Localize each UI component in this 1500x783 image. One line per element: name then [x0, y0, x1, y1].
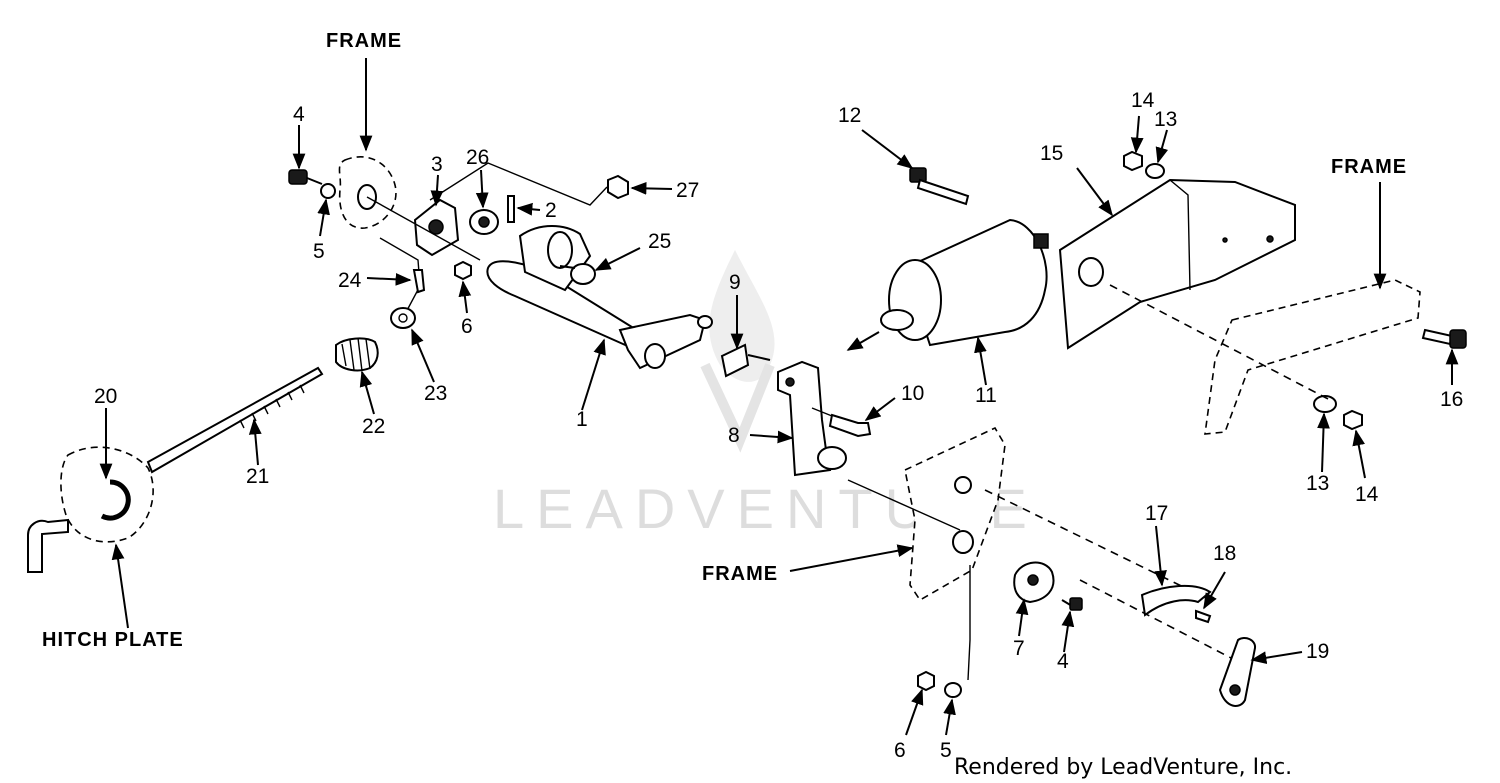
- nut-27: [607, 174, 629, 200]
- nut-6-left: [454, 260, 472, 281]
- cotter-pin-24: [412, 269, 426, 294]
- bolt-16: [1421, 328, 1467, 349]
- callout-16: 16: [1440, 388, 1463, 411]
- callout-9: 9: [729, 271, 741, 294]
- frame-fragment-right: [1204, 279, 1421, 435]
- callout-1: 1: [576, 408, 588, 431]
- rod-21: [146, 366, 324, 474]
- callout-24: 24: [338, 269, 362, 292]
- callout-4-right: 4: [1057, 650, 1069, 673]
- nut-14-top: [1123, 150, 1143, 172]
- callout-5-bottom: 5: [940, 739, 952, 762]
- callout-23: 23: [424, 382, 447, 405]
- callout-6-bottom: 6: [894, 739, 906, 762]
- hitch-plate-fragment: [60, 446, 154, 543]
- flange-bearing-7: [1013, 561, 1055, 604]
- callout-18: 18: [1213, 542, 1236, 565]
- frame-fragment-bottom: [904, 426, 1006, 602]
- callout-17: 17: [1145, 502, 1168, 525]
- callout-13-bottom: 13: [1306, 472, 1329, 495]
- callout-25: 25: [648, 230, 671, 253]
- washer-23: [390, 307, 416, 329]
- pin-18: [1195, 609, 1212, 624]
- washer-5-bottom: [944, 682, 962, 698]
- callout-numbers: 1 2 3 4 4 5 5 6 6 7 8 9 10 11 12 13 13 1…: [94, 89, 1463, 762]
- washer-13-top: [1145, 163, 1165, 179]
- bracket-8: [777, 360, 847, 477]
- nut-6-bottom: [917, 670, 935, 692]
- callout-13-top: 13: [1154, 108, 1177, 131]
- callout-7: 7: [1013, 637, 1025, 660]
- callout-15: 15: [1040, 142, 1063, 165]
- screw-4-right: [1061, 597, 1083, 611]
- callout-10: 10: [901, 382, 924, 405]
- label-frame-bottom: FRAME: [702, 563, 778, 585]
- callout-5-left: 5: [313, 240, 325, 263]
- actuator-motor-11: [880, 218, 1049, 347]
- pin-2: [507, 195, 515, 223]
- hitch-pin: [27, 518, 69, 573]
- washer-13-bottom: [1313, 395, 1337, 413]
- callout-14-top: 14: [1131, 89, 1155, 112]
- assembly-line-shaft: [366, 196, 481, 261]
- callout-2: 2: [545, 199, 557, 222]
- callout-26: 26: [466, 146, 489, 169]
- callout-12: 12: [838, 104, 861, 127]
- label-hitch-plate: HITCH PLATE: [42, 629, 184, 651]
- bolt-4-left: [288, 169, 323, 185]
- mounting-bracket-15: [1058, 178, 1296, 350]
- label-frame-top-right: FRAME: [1331, 156, 1407, 178]
- handle-cover-17: [1140, 584, 1212, 617]
- spring-22: [335, 337, 379, 372]
- leader-lines: [99, 58, 1459, 736]
- callout-19: 19: [1306, 640, 1329, 663]
- bolt-12: [909, 167, 970, 206]
- assembly-line-cover: [1079, 579, 1236, 661]
- handle-19: [1218, 637, 1257, 707]
- callout-20: 20: [94, 385, 117, 408]
- callout-27: 27: [676, 179, 699, 202]
- washer-5-left: [320, 183, 336, 199]
- nut-14-bottom: [1343, 409, 1363, 431]
- pin-25: [559, 263, 596, 285]
- assembly-line-27: [429, 162, 608, 206]
- callout-14-bottom: 14: [1355, 483, 1379, 506]
- assembly-line-motor: [847, 479, 961, 531]
- frame-bottom-hole: [954, 476, 972, 494]
- callout-22: 22: [362, 415, 385, 438]
- callout-11: 11: [975, 384, 997, 407]
- assembly-line-24: [379, 237, 421, 317]
- credit-text: Rendered by LeadVenture, Inc.: [954, 755, 1292, 780]
- lift-shaft-1: [486, 225, 713, 370]
- assembly-line-frame: [967, 565, 971, 681]
- callout-4-left: 4: [293, 103, 305, 126]
- frame-bottom-hole-2: [952, 530, 974, 554]
- assembly-line-10: [811, 407, 833, 417]
- spring-clip-20: [100, 479, 131, 521]
- bolt-10: [828, 413, 872, 438]
- label-frame-top-left: FRAME: [326, 30, 402, 52]
- callout-6-left: 6: [461, 315, 473, 338]
- callout-8: 8: [728, 424, 740, 447]
- callout-21: 21: [246, 465, 269, 488]
- washer-26: [469, 209, 499, 235]
- callout-3: 3: [431, 153, 443, 176]
